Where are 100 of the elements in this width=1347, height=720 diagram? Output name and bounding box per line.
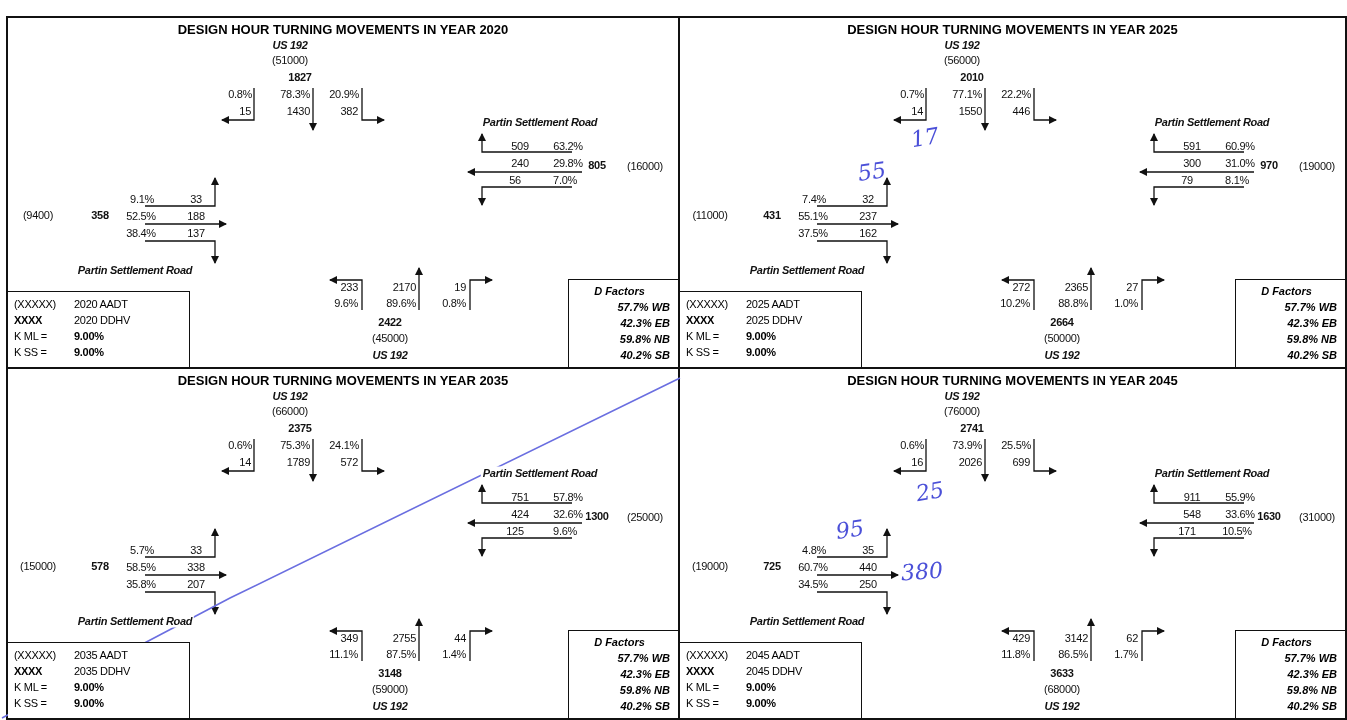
turn-volume: 56 <box>509 174 521 186</box>
turn-percentage: 1.0% <box>1114 297 1138 309</box>
road-name: Partin Settlement Road <box>480 115 600 129</box>
approach-volume: 1300 <box>585 510 609 522</box>
legend-key: K SS = <box>686 697 719 709</box>
box-heading: D Factors <box>1261 635 1312 650</box>
approach-volume: 805 <box>588 159 606 171</box>
turn-percentage: 63.2% <box>553 140 583 152</box>
turn-volume: 240 <box>511 157 529 169</box>
legend-value: 2035 AADT <box>74 649 128 661</box>
turn-percentage: 10.2% <box>1000 297 1030 309</box>
turn-percentage: 88.8% <box>1058 297 1088 309</box>
turn-volume: 3142 <box>1064 632 1088 644</box>
legend-box <box>8 642 190 718</box>
turn-percentage: 86.5% <box>1058 648 1088 660</box>
legend-value: 9.00% <box>74 697 104 709</box>
road-name: US 192 <box>270 389 310 403</box>
aadt-value: (31000) <box>1299 511 1335 523</box>
approach-volume: 725 <box>763 560 781 572</box>
turn-percentage: 9.6% <box>553 525 577 537</box>
legend-value: 9.00% <box>746 697 776 709</box>
aadt-value: (66000) <box>272 405 308 417</box>
aadt-value: (50000) <box>1044 332 1080 344</box>
turn-percentage: 0.6% <box>228 439 252 451</box>
d-factor-value: 42.3% EB <box>1287 316 1337 331</box>
turn-percentage: 33.6% <box>1225 508 1255 520</box>
aadt-value: (68000) <box>1044 683 1080 695</box>
turn-percentage: 0.8% <box>228 88 252 100</box>
handwritten-note: 17 <box>909 124 941 152</box>
legend-key: K ML = <box>686 330 719 342</box>
road-name: Partin Settlement Road <box>747 263 867 277</box>
turn-percentage: 60.9% <box>1225 140 1255 152</box>
panel-frame <box>678 367 1347 720</box>
d-factor-value: 59.8% NB <box>619 683 670 698</box>
turn-volume: 1789 <box>286 456 310 468</box>
road-name: US 192 <box>942 389 982 403</box>
turn-volume: 32 <box>862 193 874 205</box>
road-name: Partin Settlement Road <box>480 466 600 480</box>
d-factor-value: 57.7% WB <box>617 300 670 315</box>
turn-volume: 424 <box>511 508 529 520</box>
legend-key: K ML = <box>14 681 47 693</box>
turn-percentage: 0.6% <box>900 439 924 451</box>
d-factor-value: 42.3% EB <box>620 316 670 331</box>
turn-volume: 548 <box>1183 508 1201 520</box>
aadt-value: (16000) <box>627 160 663 172</box>
turn-percentage: 9.1% <box>130 193 154 205</box>
turn-volume: 35 <box>862 544 874 556</box>
aadt-value: (76000) <box>944 405 980 417</box>
legend-key: K SS = <box>14 346 47 358</box>
road-name: Partin Settlement Road <box>75 263 195 277</box>
turn-volume: 27 <box>1126 281 1138 293</box>
aadt-value: (45000) <box>372 332 408 344</box>
approach-volume: 431 <box>763 209 781 221</box>
turn-volume: 2026 <box>958 456 982 468</box>
turn-percentage: 35.8% <box>126 578 156 590</box>
d-factors-box <box>1235 279 1345 367</box>
legend-key: XXXX <box>14 314 43 326</box>
legend-value: 9.00% <box>74 681 104 693</box>
turn-percentage: 20.9% <box>329 88 359 100</box>
aadt-value: (51000) <box>272 54 308 66</box>
aadt-value: (25000) <box>627 511 663 523</box>
aadt-value: (59000) <box>372 683 408 695</box>
turn-volume: 162 <box>859 227 877 239</box>
turn-percentage: 37.5% <box>798 227 828 239</box>
turn-percentage: 11.1% <box>329 648 358 660</box>
turn-volume: 14 <box>239 456 251 468</box>
road-name: US 192 <box>370 699 410 713</box>
turn-volume: 237 <box>859 210 877 222</box>
legend-value: 2035 DDHV <box>74 665 130 677</box>
legend-key: XXXX <box>14 665 43 677</box>
turn-volume: 349 <box>340 632 358 644</box>
turn-percentage: 87.5% <box>386 648 416 660</box>
turn-percentage: 7.0% <box>553 174 577 186</box>
legend-value: 9.00% <box>746 346 776 358</box>
d-factor-value: 57.7% WB <box>1284 300 1337 315</box>
aadt-value: (9400) <box>23 209 53 221</box>
turn-volume: 509 <box>511 140 529 152</box>
turn-percentage: 7.4% <box>802 193 826 205</box>
road-name: US 192 <box>1042 699 1082 713</box>
aadt-value: (11000) <box>692 209 728 221</box>
turn-percentage: 11.8% <box>1001 648 1030 660</box>
d-factor-value: 42.3% EB <box>620 667 670 682</box>
turn-volume: 62 <box>1126 632 1138 644</box>
d-factor-value: 59.8% NB <box>619 332 670 347</box>
aadt-value: (19000) <box>692 560 728 572</box>
panel-title: DESIGN HOUR TURNING MOVEMENTS IN YEAR 2045 <box>847 373 1178 388</box>
d-factor-value: 40.2% SB <box>620 699 670 714</box>
legend-key: K SS = <box>686 346 719 358</box>
approach-volume: 2375 <box>288 422 312 434</box>
turn-percentage: 75.3% <box>280 439 310 451</box>
legend-key: XXXX <box>686 314 715 326</box>
turn-volume: 429 <box>1012 632 1030 644</box>
d-factors-box <box>568 630 678 718</box>
road-name: US 192 <box>942 38 982 52</box>
road-name: Partin Settlement Road <box>1152 466 1272 480</box>
turn-percentage: 60.7% <box>798 561 828 573</box>
turn-volume: 33 <box>190 544 202 556</box>
box-heading: D Factors <box>594 635 645 650</box>
panel-frame <box>6 16 680 369</box>
legend-key: K ML = <box>686 681 719 693</box>
